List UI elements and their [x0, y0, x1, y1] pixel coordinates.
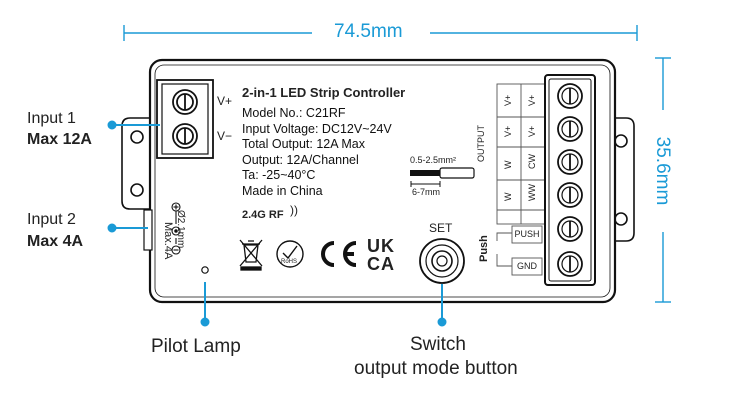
output-group-label: OUTPUT	[476, 125, 486, 162]
push-side-label: Push	[478, 235, 490, 262]
output-label-mode1-4: W	[503, 192, 513, 202]
gnd-label: GND	[517, 261, 537, 271]
input-screw-plus	[172, 89, 198, 115]
spec-total-output: Total Output: 12A Max	[242, 137, 365, 151]
width-dimension	[123, 25, 638, 41]
wire-strip-label: 6-7mm	[412, 187, 441, 197]
input-screw-minus	[172, 123, 198, 149]
dc-jack-diameter: Ø2.1mm	[175, 210, 186, 249]
spec-ta: Ta: -25~40°C	[242, 168, 316, 182]
input-1-name: Input 1	[27, 110, 76, 127]
output-screws	[557, 83, 583, 277]
set-button[interactable]	[419, 238, 465, 284]
rf-wave-icon: ))	[290, 203, 298, 217]
height-dimension	[655, 57, 671, 303]
height-dimension-label: 35.6mm	[652, 136, 673, 206]
dc-jack-rating: Max.4A	[162, 222, 174, 260]
terminal-plus-label: V+	[217, 94, 233, 108]
callout-lines	[107, 120, 447, 327]
output-label-mode1-1: V+	[503, 94, 513, 106]
width-dimension-label: 74.5mm	[334, 21, 403, 42]
wire-gauge-label: 0.5-2.5mm²	[410, 155, 457, 165]
input-terminal-block	[156, 79, 214, 159]
push-label: PUSH	[514, 229, 540, 239]
output-label-mode2-3: CW	[527, 154, 537, 169]
pilot-lamp-label: Pilot Lamp	[151, 336, 241, 357]
weee-bin-icon	[239, 239, 263, 271]
switch-label: Switch	[410, 334, 466, 355]
ukca-uk: UK	[367, 236, 395, 256]
push-gnd-labels	[496, 225, 543, 276]
spec-output: Output: 12A/Channel	[242, 153, 359, 167]
set-label: SET	[429, 221, 453, 235]
spec-input-voltage: Input Voltage: DC12V~24V	[242, 122, 392, 136]
input-2-name: Input 2	[27, 211, 76, 228]
terminal-minus-label: V−	[217, 129, 233, 143]
ce-mark-icon	[321, 241, 357, 267]
output-screw-3	[557, 149, 583, 175]
rf-label: 2.4G RF	[242, 209, 284, 221]
pilot-lamp	[201, 266, 209, 274]
output-label-mode1-3: W	[503, 160, 513, 170]
housing-inner-edge	[154, 64, 611, 298]
rohs-label: RoHS	[281, 259, 298, 265]
output-screw-4	[557, 182, 583, 208]
output-label-mode2-2: V+	[527, 125, 537, 137]
spec-made-in: Made in China	[242, 184, 323, 198]
mounting-tab-left	[121, 117, 150, 210]
output-screw-1	[557, 83, 583, 109]
dc-polarity-symbol	[171, 202, 181, 255]
dc-jack-slot	[143, 209, 153, 251]
rohs-icon	[276, 240, 304, 268]
spec-model: Model No.: C21RF	[242, 106, 346, 120]
controller-housing	[148, 58, 617, 304]
output-label-mode2-1: V+	[527, 94, 537, 106]
output-screw-5	[557, 216, 583, 242]
input-2-rating: Max 4A	[27, 233, 84, 250]
output-screw-2	[557, 116, 583, 142]
controller-title: 2-in-1 LED Strip Controller	[242, 85, 406, 100]
input-1-rating: Max 12A	[27, 131, 92, 148]
wire-strip-icon	[410, 167, 475, 187]
output-label-mode1-2: V+	[503, 125, 513, 137]
ukca-ca: CA	[367, 254, 395, 274]
output-screw-6	[557, 251, 583, 277]
output-label-mode2-4: WW	[527, 184, 537, 201]
switch-description: output mode button	[354, 358, 518, 379]
